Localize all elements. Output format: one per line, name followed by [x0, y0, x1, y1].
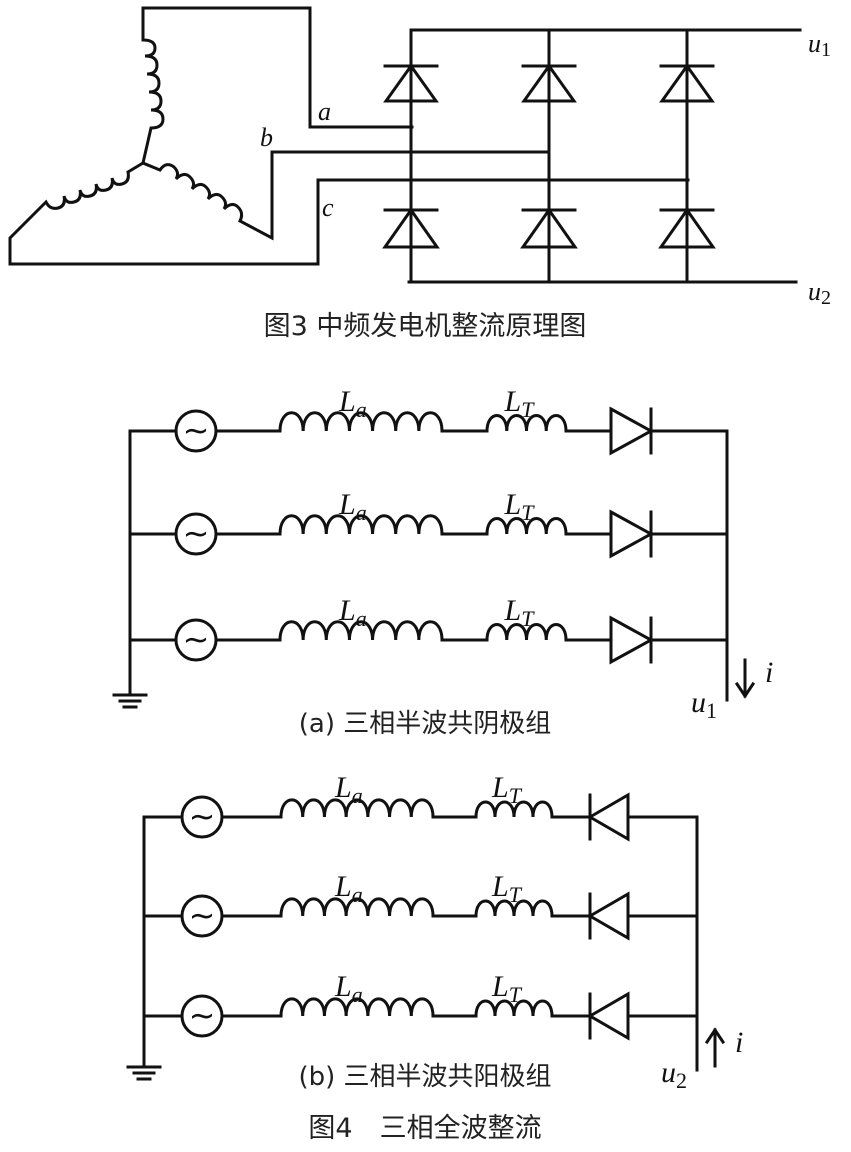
inductor-lt-icon [474, 999, 554, 1018]
output-label-u1: u1 [808, 29, 831, 61]
current-label: i [765, 656, 773, 689]
phase-a-lead [141, 6, 414, 129]
current-label: i [735, 1026, 743, 1059]
generator-star-winding [8, 6, 690, 266]
diode-icon [587, 792, 630, 842]
inductor-lt-icon [485, 622, 568, 642]
phase-label-a: a [318, 97, 331, 126]
phase-label-b: b [260, 123, 273, 152]
arrow-down-icon [734, 681, 756, 699]
figure3-caption: 图3 中频发电机整流原理图 [264, 311, 587, 342]
sine-wave-icon: ~ [189, 896, 216, 934]
diode-upper-triangle [383, 63, 439, 103]
inductor-la-label: La [338, 488, 367, 525]
branch: ~ La LT [142, 870, 699, 941]
diode-upper-triangle [659, 63, 715, 103]
diode-icon [587, 891, 630, 941]
branch: ~ La LT [128, 594, 729, 665]
sine-wave-icon: ~ [189, 996, 216, 1034]
branch: ~ La LT [128, 488, 729, 559]
figure4-caption: 图4 三相全波整流 [308, 1113, 541, 1144]
inductor-lt-icon [485, 516, 568, 536]
panel-a-caption: (a) 三相半波共阴极组 [299, 709, 552, 739]
inductor-la-label: La [338, 385, 367, 422]
diode-icon [609, 615, 655, 665]
arrow-up-icon [704, 1027, 726, 1045]
branch: ~ La LT [128, 385, 729, 456]
output-voltage-label: u2 [661, 1056, 687, 1093]
diode-lower-triangle [382, 207, 440, 249]
figure3-generator-rectifier: a b c u1 u2 图3 中频发电机整流原理图 [8, 6, 831, 342]
inductor-la-icon [278, 514, 444, 536]
diode-lower-triangle [658, 207, 716, 249]
sine-wave-icon: ~ [183, 514, 210, 552]
sine-wave-icon: ~ [183, 411, 210, 449]
diode-lower-triangle [520, 207, 578, 249]
inductor-la-icon [278, 620, 444, 642]
phase-label-c: c [322, 193, 334, 222]
inductor-la-icon [279, 897, 435, 918]
inductor-la-icon [279, 997, 435, 1018]
inductor-lt-icon [474, 899, 554, 918]
diode-icon [609, 509, 655, 559]
inductor-la-icon [279, 798, 435, 819]
diode-upper-triangle [521, 63, 577, 103]
inductor-lt-label: LT [504, 594, 536, 631]
diode-icon [609, 406, 655, 456]
sine-wave-icon: ~ [183, 620, 210, 658]
inductor-la-label: La [334, 771, 363, 808]
inductor-lt-icon [474, 800, 554, 819]
output-voltage-label: u1 [691, 686, 717, 723]
bridge-diodes [382, 28, 716, 284]
inductor-la-icon [278, 411, 444, 433]
inductor-lt-label: LT [491, 771, 523, 808]
inductor-lt-label: LT [504, 488, 536, 525]
phase-b-winding [141, 150, 550, 241]
inductor-lt-label: LT [504, 385, 536, 422]
branch: ~ La LT [142, 970, 699, 1041]
branch: ~ La LT [142, 771, 699, 842]
phase-a-winding [141, 6, 165, 165]
phase-c-winding [8, 160, 690, 266]
inductor-la-label: La [338, 594, 367, 631]
inductor-lt-label: LT [491, 970, 523, 1007]
inductor-lt-label: LT [491, 870, 523, 907]
output-label-u2: u2 [808, 277, 831, 309]
panel-b-caption: (b) 三相半波共阳极组 [298, 1062, 551, 1092]
sine-wave-icon: ~ [189, 797, 216, 835]
inductor-lt-icon [485, 413, 568, 433]
inductor-la-label: La [334, 970, 363, 1007]
diode-icon [587, 991, 630, 1041]
inductor-la-label: La [334, 870, 363, 907]
